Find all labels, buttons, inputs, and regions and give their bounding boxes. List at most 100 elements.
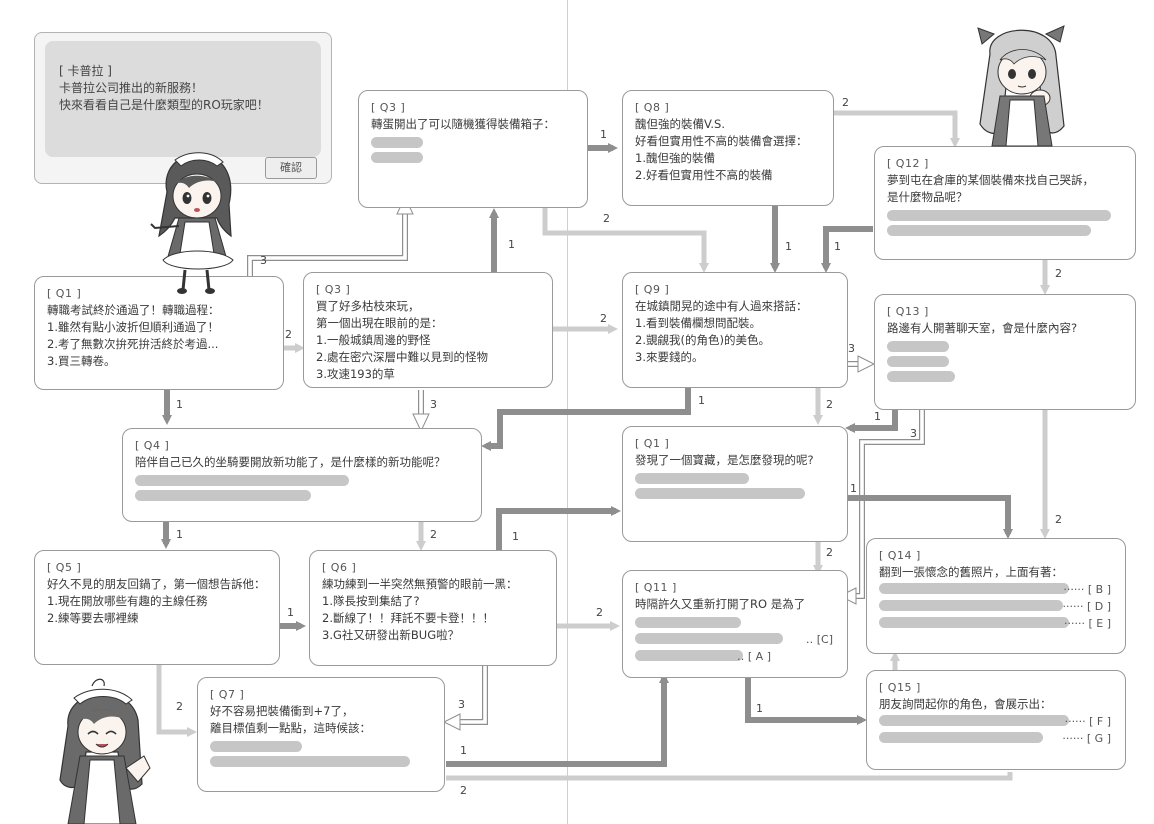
- edge-label-q1-q4: 1: [176, 398, 183, 411]
- redacted-answer-bar: [879, 732, 1043, 743]
- arrow-q7-q15: [446, 772, 1013, 781]
- redacted-answer-bar: [879, 715, 1069, 726]
- edge-label-q7-q11: 1: [460, 744, 467, 757]
- arrow-q5-q7: [156, 665, 197, 737]
- edge-label-q11-q15: 1: [756, 702, 763, 715]
- result-tag: ······ [ D ]: [1062, 600, 1111, 613]
- edge-label-q9-q1b: 2: [826, 398, 833, 411]
- node-id: [ Q9 ]: [635, 283, 670, 296]
- arrow-q9-q4: [481, 385, 691, 451]
- node-option: 2.覬覦我(的角色)的美色。: [635, 333, 770, 347]
- node-q3-gacha: [ Q3 ] 轉蛋開出了可以隨機獲得裝備箱子：: [358, 90, 588, 208]
- node-id: [ Q15 ]: [879, 681, 921, 694]
- redacted-answer-bar: [879, 617, 1069, 628]
- arrow-q7-q11: [446, 673, 669, 767]
- redacted-answer-bar: [135, 490, 311, 501]
- node-q8: [ Q8 ] 醜但強的裝備V.S. 好看但實用性不高的裝備會選擇： 1.醜但強的…: [622, 90, 834, 206]
- redacted-answer-bar: [371, 137, 423, 148]
- result-tag: ······ [ E ]: [1063, 617, 1111, 630]
- node-q11: [ Q11 ] 時隔許久又重新打開了RO 是為了 ‥ [C] ‥ [ A ]: [622, 570, 848, 678]
- node-id: [ Q14 ]: [879, 549, 921, 562]
- arrow-q12-q9: [821, 226, 873, 273]
- answer-line-e: ······ [ E ]: [879, 615, 1115, 632]
- node-id: [ Q12 ]: [887, 157, 929, 170]
- answer-line-g: ······ [ G ]: [879, 730, 1115, 747]
- node-question: 轉蛋開出了可以隨機獲得裝備箱子：: [371, 117, 555, 131]
- node-q3-branches: [ Q3 ] 買了好多枯枝來玩， 第一個出現在眼前的是： 1.一般城鎮周邊的野怪…: [303, 272, 553, 388]
- redacted-answer-bar: [210, 741, 302, 752]
- node-id: [ Q3 ]: [371, 101, 406, 114]
- node-option: 2.練等要去哪裡練: [47, 611, 139, 625]
- redacted-answer-bar: [879, 583, 1069, 594]
- arrow-q1b-q14: [846, 495, 1013, 539]
- node-q7: [ Q7 ] 好不容易把裝備衝到+7了， 離目標值剩一點點，這時候該：: [197, 677, 445, 792]
- node-question: 翻到一張懷念的舊照片，上面有著：: [879, 565, 1063, 579]
- node-option: 2.好看但實用性不高的裝備: [635, 168, 773, 182]
- edge-label-q4-q6: 2: [430, 528, 437, 541]
- redacted-answer-bar: [635, 473, 749, 484]
- node-option: 1.醜但強的裝備: [635, 151, 715, 165]
- answer-line-a: ‥ [ A ]: [635, 648, 837, 665]
- answer-line-d: ······ [ D ]: [879, 598, 1115, 615]
- node-q9: [ Q9 ] 在城鎮閒晃的途中有人過來搭話： 1.看到裝備欄想問配裝。 2.覬覦…: [622, 272, 848, 388]
- intro-speaker: [ 卡普拉 ]: [59, 64, 112, 78]
- edge-label-q5-q7: 2: [176, 700, 183, 713]
- node-question: 夢到屯在倉庫的某個裝備來找自己哭訴，: [887, 173, 1094, 187]
- node-question: 好久不見的朋友回鍋了，第一個想告訴他：: [47, 577, 266, 591]
- node-question-cont: 是什麼物品呢？: [887, 190, 968, 204]
- result-tag: ‥ [C]: [805, 633, 833, 646]
- edge-label-q1b-q14: 1: [850, 482, 857, 495]
- node-q14: [ Q14 ] 翻到一張懷念的舊照片，上面有著： ······ [ B ] ··…: [866, 538, 1126, 654]
- node-id: [ Q3 ]: [316, 283, 351, 296]
- redacted-answer-bar: [210, 756, 410, 767]
- confirm-button[interactable]: 確認: [265, 157, 317, 179]
- result-tag: ······ [ B ]: [1063, 583, 1111, 596]
- edge-label-q3a-q9: 2: [603, 212, 610, 225]
- arrow-q3b-q4: [412, 413, 430, 433]
- node-option: 1.隊長按到集結了?: [322, 594, 420, 608]
- redacted-answer-bar: [887, 225, 1091, 236]
- intro-message: [ 卡普拉 ] 卡普拉公司推出的新服務！ 快來看看自己是什麼類型的RO玩家吧！: [45, 41, 321, 157]
- answer-line-f: ······ [ F ]: [879, 713, 1115, 730]
- result-tag: ······ [ G ]: [1062, 732, 1111, 745]
- thinking-girl-illustration: [977, 25, 1065, 147]
- edge-label-q13-q14: 2: [1055, 513, 1062, 526]
- node-question: 陪伴自己已久的坐騎要開放新功能了，是什麼樣的新功能呢？: [135, 455, 446, 469]
- redacted-answer-bar: [371, 152, 423, 163]
- edge-label-q7-q15: 2: [460, 784, 467, 797]
- redacted-answer-bar: [635, 633, 783, 644]
- edge-label-q3b-q3a: 1: [508, 238, 515, 251]
- redacted-answer-bar: [879, 600, 1063, 611]
- node-id: [ Q8 ]: [635, 101, 670, 114]
- arrow-q3a-q9: [542, 205, 709, 273]
- edge-label-q6-q7: 3: [458, 698, 465, 711]
- node-q4: [ Q4 ] 陪伴自己已久的坐騎要開放新功能了，是什麼樣的新功能呢？: [122, 428, 482, 522]
- redacted-answer-bar: [887, 371, 955, 382]
- edge-label-q3b-q4: 3: [430, 398, 437, 411]
- redacted-answer-bar: [135, 475, 349, 486]
- edge-label-q9-q4: 1: [698, 394, 705, 407]
- node-question: 發現了一個寶藏，是怎麼發現的呢?: [635, 453, 814, 467]
- node-id: [ Q1 ]: [47, 287, 82, 300]
- node-id: [ Q5 ]: [47, 561, 82, 574]
- edge-label-q8-q12: 2: [842, 96, 849, 109]
- edge-label-q3b-q9: 2: [600, 312, 607, 325]
- edge-label-q6-q11: 2: [596, 606, 603, 619]
- arrow-q13-q1b: [845, 402, 898, 433]
- node-id: [ Q6 ]: [322, 561, 357, 574]
- arrow-q13-q11: [838, 587, 857, 605]
- arrow-q8-q12: [833, 110, 960, 148]
- node-question: 醜但強的裝備V.S.: [635, 117, 725, 131]
- node-question: 轉職考試終於通過了！轉職過程：: [47, 303, 220, 317]
- node-question: 好不容易把裝備衝到+7了，: [210, 704, 354, 718]
- node-option: 1.一般城鎮周邊的野怪: [316, 333, 431, 347]
- edge-label-q9-q13: 3: [848, 342, 855, 355]
- node-option: 3.攻速193的草: [316, 367, 395, 381]
- redacted-answer-bar: [635, 617, 741, 628]
- result-tag: ······ [ F ]: [1064, 715, 1111, 728]
- edge-label-q1-q3b: 2: [285, 328, 292, 341]
- node-question: 時隔許久又重新打開了RO 是為了: [635, 597, 806, 611]
- node-option: 2.斷線了！！拜託不要卡登！！！: [322, 611, 494, 625]
- edge-label-q4-q5: 1: [176, 528, 183, 541]
- arrow-q9-q13: [857, 355, 876, 373]
